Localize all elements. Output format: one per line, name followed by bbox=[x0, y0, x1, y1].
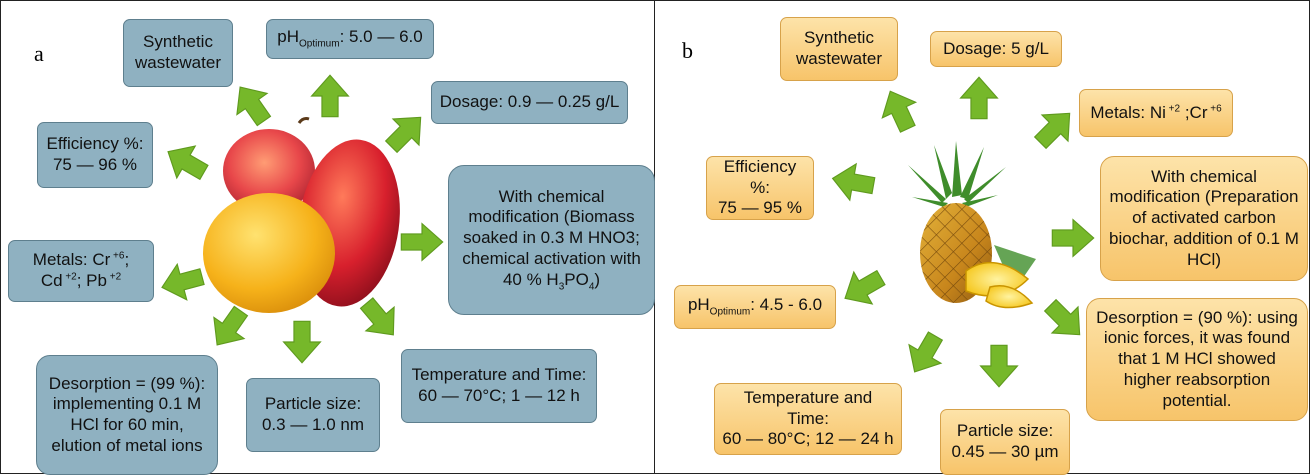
arrow-icon bbox=[976, 343, 1022, 389]
desorption-text: Desorption = (90 %): using ionic forces,… bbox=[1096, 307, 1298, 410]
arrow-icon bbox=[894, 323, 957, 386]
synthetic-wastewater-box: Synthetic wastewater bbox=[780, 17, 898, 81]
synthetic-wastewater-box: Synthetic wastewater bbox=[123, 19, 233, 87]
particle-size-box: Particle size:0.3 — 1.0 nm bbox=[246, 378, 380, 452]
efficiency-box: Efficiency %:75 — 96 % bbox=[37, 122, 153, 188]
synthetic-wastewater-text: Synthetic wastewater bbox=[135, 32, 221, 72]
desorption-box: Desorption = (90 %): using ionic forces,… bbox=[1086, 298, 1308, 421]
chemical-modification-text: With chemical modification (Preparation … bbox=[1109, 166, 1299, 269]
dosage-text: Dosage: 5 g/L bbox=[943, 38, 1049, 58]
temperature-time-box: Temperature and Time:60 — 80°C; 12 — 24 … bbox=[714, 383, 902, 455]
panel-b: b Synthetic wastewater Dosage: 5 g/L Met… bbox=[654, 0, 1310, 475]
synthetic-wastewater-text: Synthetic wastewater bbox=[796, 28, 882, 68]
metals-text: Metals: Ni +2 ;Cr +6 bbox=[1090, 102, 1222, 122]
metals-box: Metals: Cr +6;Cd +2; Pb +2 bbox=[8, 240, 154, 302]
metals-text: Metals: Cr +6;Cd +2; Pb +2 bbox=[32, 250, 130, 290]
chemical-modification-box: With chemical modification (Preparation … bbox=[1100, 156, 1308, 281]
panel-a: a Synthetic wastewater pHOptimum: 5.0 — … bbox=[0, 0, 655, 475]
ph-optimum-box: pHOptimum: 5.0 — 6.0 bbox=[266, 19, 434, 59]
ph-optimum-text: pHOptimum: 5.0 — 6.0 bbox=[277, 27, 423, 50]
desorption-box: Desorption = (99 %): implementing 0.1 M … bbox=[36, 355, 218, 475]
ph-optimum-text: pHOptimum: 4.5 - 6.0 bbox=[687, 295, 823, 318]
mango-image bbox=[203, 117, 400, 313]
efficiency-box: Efficiency %:75 — 95 % bbox=[706, 156, 814, 220]
temperature-time-text: Temperature and Time:60 — 70°C; 1 — 12 h bbox=[411, 365, 587, 405]
panel-label-a: a bbox=[34, 41, 44, 66]
arrow-icon bbox=[399, 219, 445, 265]
particle-size-text: Particle size:0.45 — 30 µm bbox=[951, 421, 1059, 461]
dosage-box: Dosage: 0.9 — 0.25 g/L bbox=[431, 81, 628, 124]
chemical-modification-text: With chemical modification (Biomass soak… bbox=[462, 186, 641, 293]
chemical-modification-box: With chemical modification (Biomass soak… bbox=[448, 165, 655, 315]
arrow-icon bbox=[832, 257, 895, 320]
particle-size-text: Particle size:0.3 — 1.0 nm bbox=[261, 394, 365, 434]
dosage-text: Dosage: 0.9 — 0.25 g/L bbox=[439, 92, 620, 112]
arrow-icon bbox=[1050, 215, 1096, 261]
efficiency-text: Efficiency %:75 — 96 % bbox=[46, 134, 144, 174]
dosage-box: Dosage: 5 g/L bbox=[930, 31, 1062, 67]
arrow-icon bbox=[826, 155, 879, 208]
temperature-time-box: Temperature and Time:60 — 70°C; 1 — 12 h bbox=[401, 349, 597, 423]
ph-optimum-box: pHOptimum: 4.5 - 6.0 bbox=[674, 285, 836, 329]
temperature-time-text: Temperature and Time:60 — 80°C; 12 — 24 … bbox=[722, 387, 894, 449]
arrow-icon bbox=[868, 79, 929, 140]
pineapple-image bbox=[908, 141, 1036, 309]
particle-size-box: Particle size:0.45 — 30 µm bbox=[940, 409, 1070, 475]
panel-label-b: b bbox=[682, 38, 693, 63]
efficiency-text: Efficiency %:75 — 95 % bbox=[717, 156, 803, 218]
arrow-icon bbox=[956, 75, 1002, 121]
desorption-text: Desorption = (99 %): implementing 0.1 M … bbox=[48, 373, 206, 455]
metals-box: Metals: Ni +2 ;Cr +6 bbox=[1079, 89, 1233, 137]
